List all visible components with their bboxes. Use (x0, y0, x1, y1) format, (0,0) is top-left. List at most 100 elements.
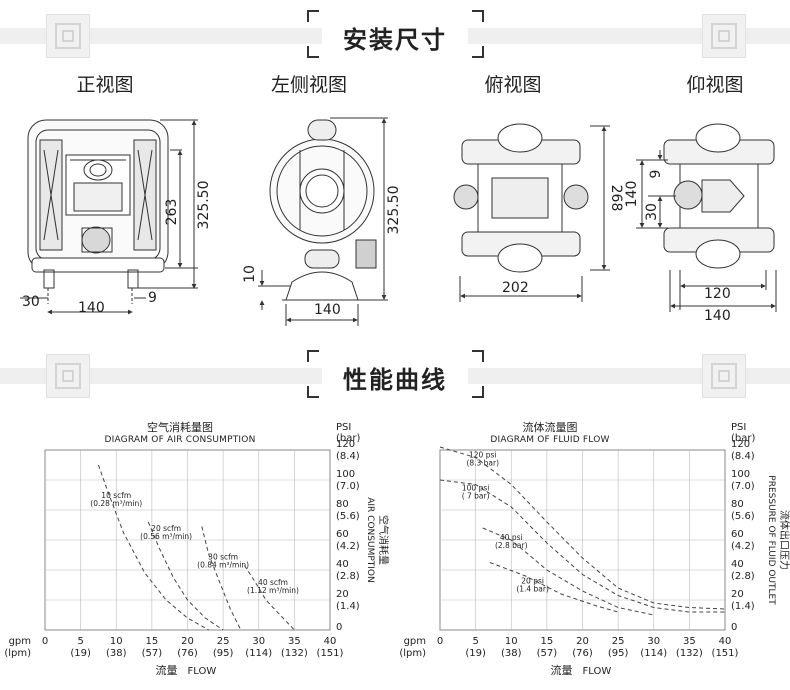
x-tick-label-secondary: (95) (608, 648, 629, 659)
view-label-front: 正视图 (76, 74, 134, 96)
x-tick-label: 20 (181, 636, 194, 647)
y-tick-label-secondary: (7.0) (731, 481, 755, 492)
dim-left-325: 325.50 (386, 186, 402, 235)
dim-top-202: 202 (502, 280, 529, 296)
y-unit-primary: PSI (336, 422, 351, 433)
dim-front-9: 9 (148, 290, 157, 306)
series-label: 100 psi (462, 484, 489, 493)
x-tick-label-secondary: (19) (70, 648, 91, 659)
section-title-install: 安装尺寸 (322, 20, 468, 55)
y-tick-label-secondary: (4.2) (336, 541, 360, 552)
dim-top-268: 268 (608, 185, 624, 212)
ornament-left-icon (46, 354, 90, 398)
y-tick-label: 100 (336, 469, 355, 480)
series-label: 20 psi (521, 577, 544, 586)
x-tick-label: 5 (77, 636, 83, 647)
series-line (201, 526, 242, 631)
left-view-drawing (258, 117, 388, 326)
x-axis-title-cn: 流量 (551, 663, 573, 677)
series-line (489, 562, 619, 613)
x-tick-label: 15 (541, 636, 554, 647)
y-tick-label: 0 (731, 622, 737, 633)
x-unit-secondary: (lpm) (4, 648, 31, 659)
dim-front-263: 263 (164, 199, 180, 226)
series-label-secondary: (2.8 bar) (495, 541, 528, 550)
ornament-right-icon (702, 354, 746, 398)
bracket-icon (472, 386, 484, 398)
y-tick-label: 60 (336, 529, 349, 540)
x-axis-title-en: FLOW (188, 666, 217, 677)
y-axis-title-cn: 空气消耗量 (377, 515, 390, 565)
bracket-icon (307, 386, 319, 398)
x-tick-label-secondary: (95) (213, 648, 234, 659)
dim-bottom-30: 30 (644, 203, 660, 221)
series-line (244, 565, 295, 631)
x-tick-label: 35 (683, 636, 696, 647)
y-tick-label-secondary: (1.4) (731, 601, 755, 612)
x-tick-label-secondary: (57) (142, 648, 163, 659)
y-tick-label-secondary: (5.6) (731, 511, 755, 522)
x-tick-label: 30 (252, 636, 265, 647)
y-tick-label: 60 (731, 529, 744, 540)
y-tick-label-secondary: (2.8) (731, 571, 755, 582)
ornament-right-icon (702, 14, 746, 58)
x-tick-label-secondary: (76) (572, 648, 593, 659)
series-line (439, 479, 725, 613)
y-tick-label-secondary: (1.4) (336, 601, 360, 612)
y-tick-label: 40 (731, 559, 744, 570)
y-tick-label: 20 (731, 589, 744, 600)
dim-left-140: 140 (314, 302, 341, 318)
bracket-icon (472, 10, 484, 22)
y-tick-label: 40 (336, 559, 349, 570)
series-label: 20 scfm (151, 524, 181, 533)
bracket-icon (307, 46, 319, 58)
y-axis-title-cn: 流体出口压力 (778, 510, 790, 570)
dim-front-30: 30 (22, 294, 40, 310)
y-tick-label-secondary: (5.6) (336, 511, 360, 522)
x-unit-primary: gpm (404, 636, 426, 647)
x-tick-label: 0 (437, 636, 443, 647)
x-axis-title-en: FLOW (583, 666, 612, 677)
view-label-bottom: 仰视图 (686, 74, 744, 96)
series-label-secondary: (1.4 bar) (516, 585, 549, 594)
section-title-performance: 性能曲线 (322, 360, 468, 395)
y-tick-label-secondary: (4.2) (731, 541, 755, 552)
y-axis-title-en: AIR CONSUMPTION (365, 497, 375, 583)
bracket-icon (472, 46, 484, 58)
y-tick-label: 0 (336, 622, 342, 633)
y-tick-label: 20 (336, 589, 349, 600)
x-tick-label: 15 (146, 636, 159, 647)
bracket-icon (472, 350, 484, 362)
y-tick-label-secondary: (7.0) (336, 481, 360, 492)
dim-front-140: 140 (78, 300, 105, 316)
dim-left-10: 10 (242, 265, 258, 283)
x-tick-label: 25 (612, 636, 625, 647)
x-tick-label-secondary: (114) (245, 648, 272, 659)
x-tick-label-secondary: (76) (177, 648, 198, 659)
y-tick-label-secondary: (8.4) (731, 451, 755, 462)
view-label-top: 俯视图 (484, 74, 542, 96)
series-label: 30 scfm (208, 553, 238, 562)
bracket-icon (307, 350, 319, 362)
x-tick-label-secondary: (132) (676, 648, 703, 659)
bottom-view-drawing (636, 123, 777, 312)
x-tick-label: 10 (110, 636, 123, 647)
y-unit-secondary: (bar) (336, 433, 360, 444)
series-label: 10 scfm (101, 491, 131, 500)
x-unit-primary: gpm (9, 636, 31, 647)
x-tick-label-secondary: (132) (281, 648, 308, 659)
series-label-secondary: (0.28 m³/min) (90, 499, 142, 508)
fluid-chart-title-en: DIAGRAM OF FLUID FLOW (490, 435, 610, 445)
y-unit-secondary: (bar) (731, 433, 755, 444)
y-tick-label-secondary: (2.8) (336, 571, 360, 582)
fluid-chart-title-cn: 流体流量图 (522, 421, 578, 434)
series-label-secondary: (0.56 m³/min) (140, 532, 192, 541)
x-tick-label: 40 (324, 636, 337, 647)
x-tick-label: 20 (576, 636, 589, 647)
x-tick-label: 40 (719, 636, 732, 647)
x-tick-label-secondary: (151) (712, 648, 739, 659)
dim-bottom-140b: 140 (704, 308, 731, 324)
series-label-secondary: ( 7 bar) (462, 492, 490, 501)
dim-bottom-120: 120 (704, 286, 731, 302)
